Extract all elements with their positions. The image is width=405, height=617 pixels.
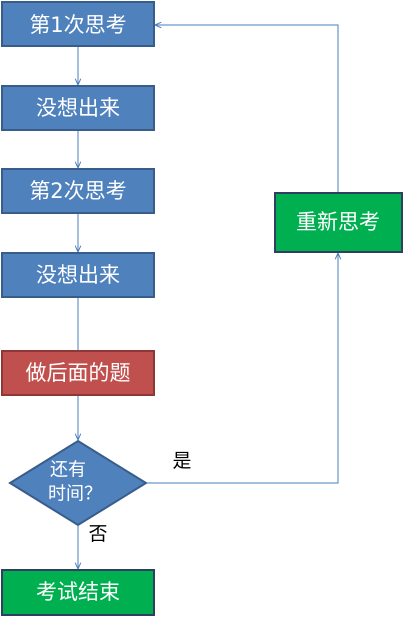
node-think-1: 第1次思考	[1, 1, 155, 47]
node-think-2-label: 第2次思考	[29, 179, 126, 203]
edge-rethink-to-think1	[155, 25, 339, 192]
node-exam-end: 考试结束	[1, 569, 155, 616]
node-no-idea-2: 没想出来	[1, 252, 155, 298]
node-rethink: 重新思考	[274, 192, 403, 253]
node-decision-label-line1: 还有	[50, 460, 86, 481]
node-no-idea-2-label: 没想出来	[36, 263, 120, 287]
node-exam-end-shape	[1, 569, 155, 616]
edge-label-yes: 是	[172, 450, 191, 472]
node-do-next: 做后面的题	[1, 350, 155, 396]
node-no-idea-2-shape	[1, 252, 155, 298]
node-decision-shape	[8, 439, 148, 527]
node-think-2: 第2次思考	[1, 168, 155, 214]
node-rethink-label: 重新思考	[296, 210, 380, 234]
node-do-next-label: 做后面的题	[26, 361, 131, 385]
node-decision-time-left: 还有 时间？	[8, 439, 148, 527]
node-exam-end-label: 考试结束	[36, 580, 120, 604]
edge-label-no: 否	[88, 523, 107, 545]
node-no-idea-1-shape	[1, 85, 155, 131]
node-think-2-shape	[1, 168, 155, 214]
node-no-idea-1-label: 没想出来	[36, 96, 120, 120]
node-do-next-shape	[1, 350, 155, 396]
node-no-idea-1: 没想出来	[1, 85, 155, 131]
node-rethink-shape	[274, 192, 403, 253]
node-decision-label-line2: 时间？	[48, 484, 102, 505]
edge-decision-yes-to-rethink	[146, 253, 338, 484]
node-think-1-shape	[1, 1, 155, 47]
node-think-1-label: 第1次思考	[29, 13, 126, 37]
